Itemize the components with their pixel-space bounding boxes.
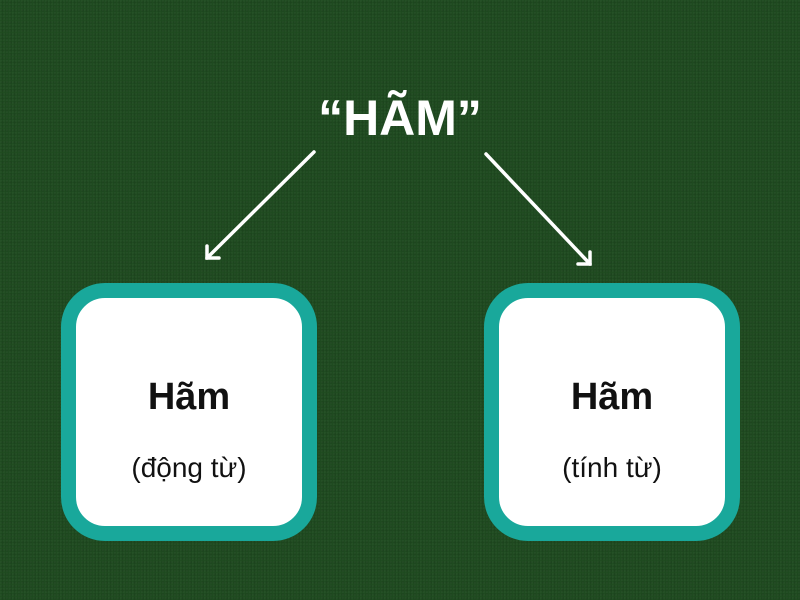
root-word-title: “HÃM” xyxy=(318,90,482,146)
verb-box: Hãm (động từ) xyxy=(61,283,317,541)
verb-word: Hãm xyxy=(147,376,231,418)
adjective-word: Hãm xyxy=(570,376,654,418)
arrow-right-icon xyxy=(484,152,592,266)
arrow-left-icon xyxy=(205,150,316,260)
adjective-label: (tính từ) xyxy=(562,452,662,483)
adjective-box: Hãm (tính từ) xyxy=(484,283,740,541)
verb-label: (động từ) xyxy=(131,452,247,483)
